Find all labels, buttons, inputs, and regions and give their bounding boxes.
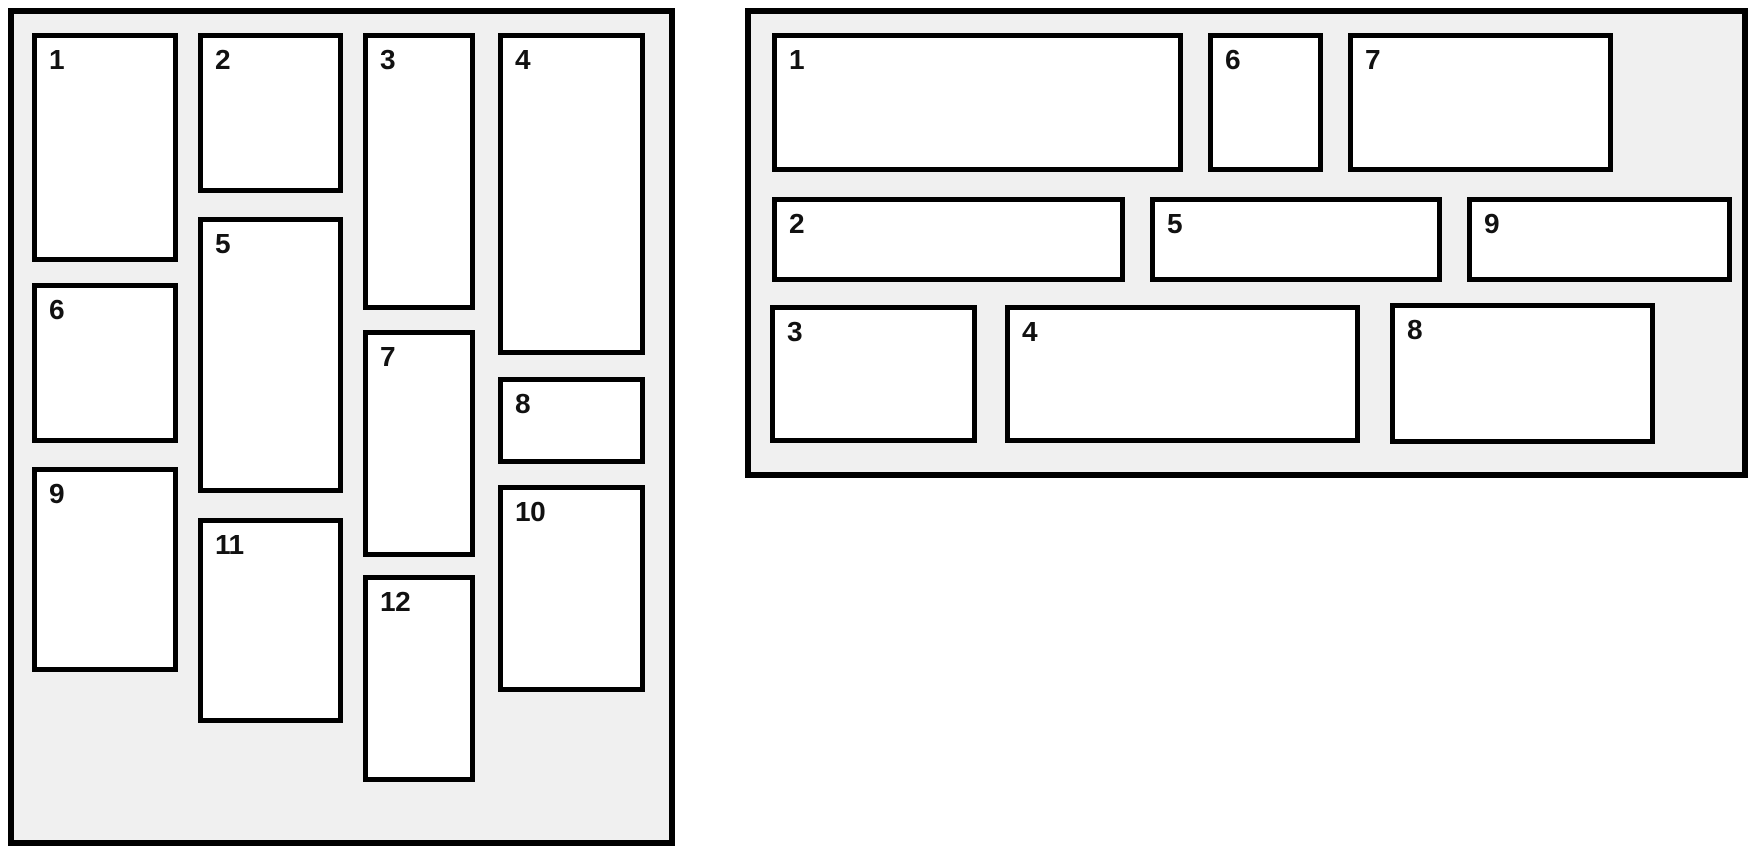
box-number-label: 6 bbox=[1225, 44, 1241, 75]
box-number-label: 7 bbox=[1365, 44, 1381, 75]
row-box-3: 3 bbox=[770, 305, 977, 443]
row-box-9: 9 bbox=[1467, 197, 1732, 282]
box-number-label: 4 bbox=[515, 44, 531, 75]
masonry-box-10: 10 bbox=[498, 485, 645, 692]
masonry-box-7: 7 bbox=[363, 330, 475, 557]
row-box-7: 7 bbox=[1348, 33, 1613, 172]
masonry-box-8: 8 bbox=[498, 377, 645, 464]
box-number-label: 4 bbox=[1022, 316, 1038, 347]
box-number-label: 7 bbox=[380, 341, 396, 372]
box-number-label: 9 bbox=[1484, 208, 1500, 239]
box-number-label: 10 bbox=[515, 496, 546, 527]
box-number-label: 8 bbox=[1407, 314, 1423, 345]
row-box-2: 2 bbox=[772, 197, 1125, 282]
masonry-box-12: 12 bbox=[363, 575, 475, 782]
row-box-4: 4 bbox=[1005, 305, 1360, 443]
box-number-label: 8 bbox=[515, 388, 531, 419]
box-number-label: 5 bbox=[215, 228, 231, 259]
box-number-label: 3 bbox=[380, 44, 396, 75]
box-number-label: 12 bbox=[380, 586, 411, 617]
masonry-box-6: 6 bbox=[32, 283, 178, 443]
masonry-box-2: 2 bbox=[198, 33, 343, 193]
box-number-label: 1 bbox=[49, 44, 65, 75]
masonry-box-5: 5 bbox=[198, 217, 343, 493]
box-number-label: 3 bbox=[787, 316, 803, 347]
box-number-label: 2 bbox=[215, 44, 231, 75]
row-box-1: 1 bbox=[772, 33, 1183, 172]
box-number-label: 9 bbox=[49, 478, 65, 509]
row-box-6: 6 bbox=[1208, 33, 1323, 172]
box-number-label: 1 bbox=[789, 44, 805, 75]
masonry-box-1: 1 bbox=[32, 33, 178, 262]
masonry-box-11: 11 bbox=[198, 518, 343, 723]
masonry-box-9: 9 bbox=[32, 467, 178, 672]
box-number-label: 5 bbox=[1167, 208, 1183, 239]
box-number-label: 6 bbox=[49, 294, 65, 325]
box-number-label: 2 bbox=[789, 208, 805, 239]
masonry-box-4: 4 bbox=[498, 33, 645, 355]
row-box-8: 8 bbox=[1390, 303, 1655, 444]
box-number-label: 11 bbox=[215, 529, 244, 560]
ordered-rows-panel: 1 2 3 4 5 6 7 8 9 bbox=[745, 8, 1748, 478]
masonry-box-3: 3 bbox=[363, 33, 475, 310]
row-box-5: 5 bbox=[1150, 197, 1442, 282]
